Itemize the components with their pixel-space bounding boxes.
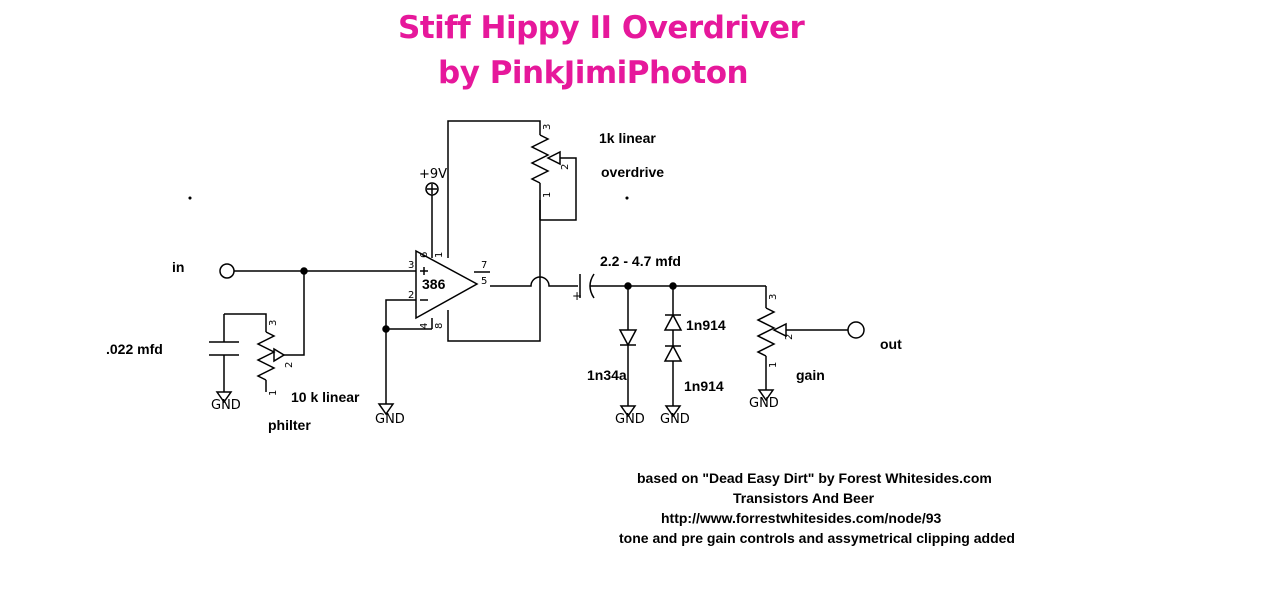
label-diode-1n914-a: 1n914 <box>686 317 726 333</box>
label-gnd-opamp: GND <box>375 412 405 427</box>
svg-text:2: 2 <box>284 362 295 368</box>
ground-symbol-tone-cap <box>215 391 233 404</box>
svg-text:3: 3 <box>768 294 779 300</box>
potentiometer-tone <box>256 331 276 381</box>
svg-text:5: 5 <box>481 276 487 287</box>
wire-pin2-ground <box>385 299 416 404</box>
svg-text:1: 1 <box>268 390 279 396</box>
diode-1n914-a <box>663 313 683 331</box>
wire-output <box>490 276 578 287</box>
label-opamp: 386 <box>422 276 446 292</box>
label-gnd-diode-2: GND <box>660 412 690 427</box>
output-jack <box>847 321 865 339</box>
svg-text:2: 2 <box>560 164 571 170</box>
pot-overdrive-wiper-arrow <box>546 150 561 166</box>
credit-line-4: tone and pre gain controls and assymetri… <box>619 530 1015 546</box>
label-input: in <box>172 259 185 275</box>
svg-text:8: 8 <box>434 323 445 329</box>
label-cap-tone: .022 mfd <box>106 341 163 357</box>
label-diode-1n914-b: 1n914 <box>684 378 724 394</box>
svg-text:1: 1 <box>434 252 445 258</box>
svg-text:2: 2 <box>784 334 795 340</box>
label-cap-out: 2.2 - 4.7 mfd <box>600 253 681 269</box>
svg-text:7: 7 <box>481 260 487 271</box>
label-output: out <box>880 336 902 352</box>
potentiometer-overdrive <box>530 134 550 184</box>
svg-text:+: + <box>572 289 582 303</box>
label-supply: +9V <box>419 167 448 182</box>
credit-line-1: based on "Dead Easy Dirt" by Forest Whit… <box>637 470 992 486</box>
label-gnd-diode-1: GND <box>615 412 645 427</box>
pot-tone-wiper-arrow <box>273 347 286 363</box>
label-pot-tone-name: philter <box>268 417 311 433</box>
svg-text:3: 3 <box>408 260 414 271</box>
potentiometer-gain <box>756 307 776 357</box>
svg-text:2: 2 <box>408 290 414 301</box>
label-pot-tone-value: 10 k linear <box>291 389 360 405</box>
svg-text:1: 1 <box>542 192 553 198</box>
label-pot-gain: gain <box>796 367 825 383</box>
diode-1n914-b <box>663 344 683 362</box>
label-diode-1n34a: 1n34a <box>587 367 627 383</box>
ground-symbol-opamp <box>377 403 395 416</box>
credit-line-3: http://www.forrestwhitesides.com/node/93 <box>661 510 942 526</box>
wire-pin8-bottom <box>447 200 541 342</box>
label-pot-overdrive-name: overdrive <box>601 164 665 180</box>
svg-text:4: 4 <box>419 323 430 329</box>
svg-text:1: 1 <box>768 362 779 368</box>
input-jack <box>219 263 235 279</box>
svg-text:3: 3 <box>542 124 553 130</box>
label-gnd-gain: GND <box>749 396 779 411</box>
diode-1n34a <box>618 329 638 347</box>
svg-text:6: 6 <box>419 252 430 258</box>
label-pot-overdrive-value: 1k linear <box>599 130 656 146</box>
wire-pin1-top <box>447 120 541 258</box>
ground-symbol-diode-2 <box>664 405 682 418</box>
title-line-2: by PinkJimiPhoton <box>438 55 749 91</box>
label-gnd-tone: GND <box>211 398 241 413</box>
credit-line-2: Transistors And Beer <box>733 490 875 506</box>
ground-symbol-diode-1 <box>619 405 637 418</box>
svg-text:3: 3 <box>268 320 279 326</box>
title-line-1: Stiff Hippy II Overdriver <box>398 10 805 46</box>
ground-symbol-gain <box>757 389 775 402</box>
wire-tone-cap-top <box>224 313 267 332</box>
opamp-386 <box>415 249 479 320</box>
wire-tone-wiper <box>284 271 305 356</box>
